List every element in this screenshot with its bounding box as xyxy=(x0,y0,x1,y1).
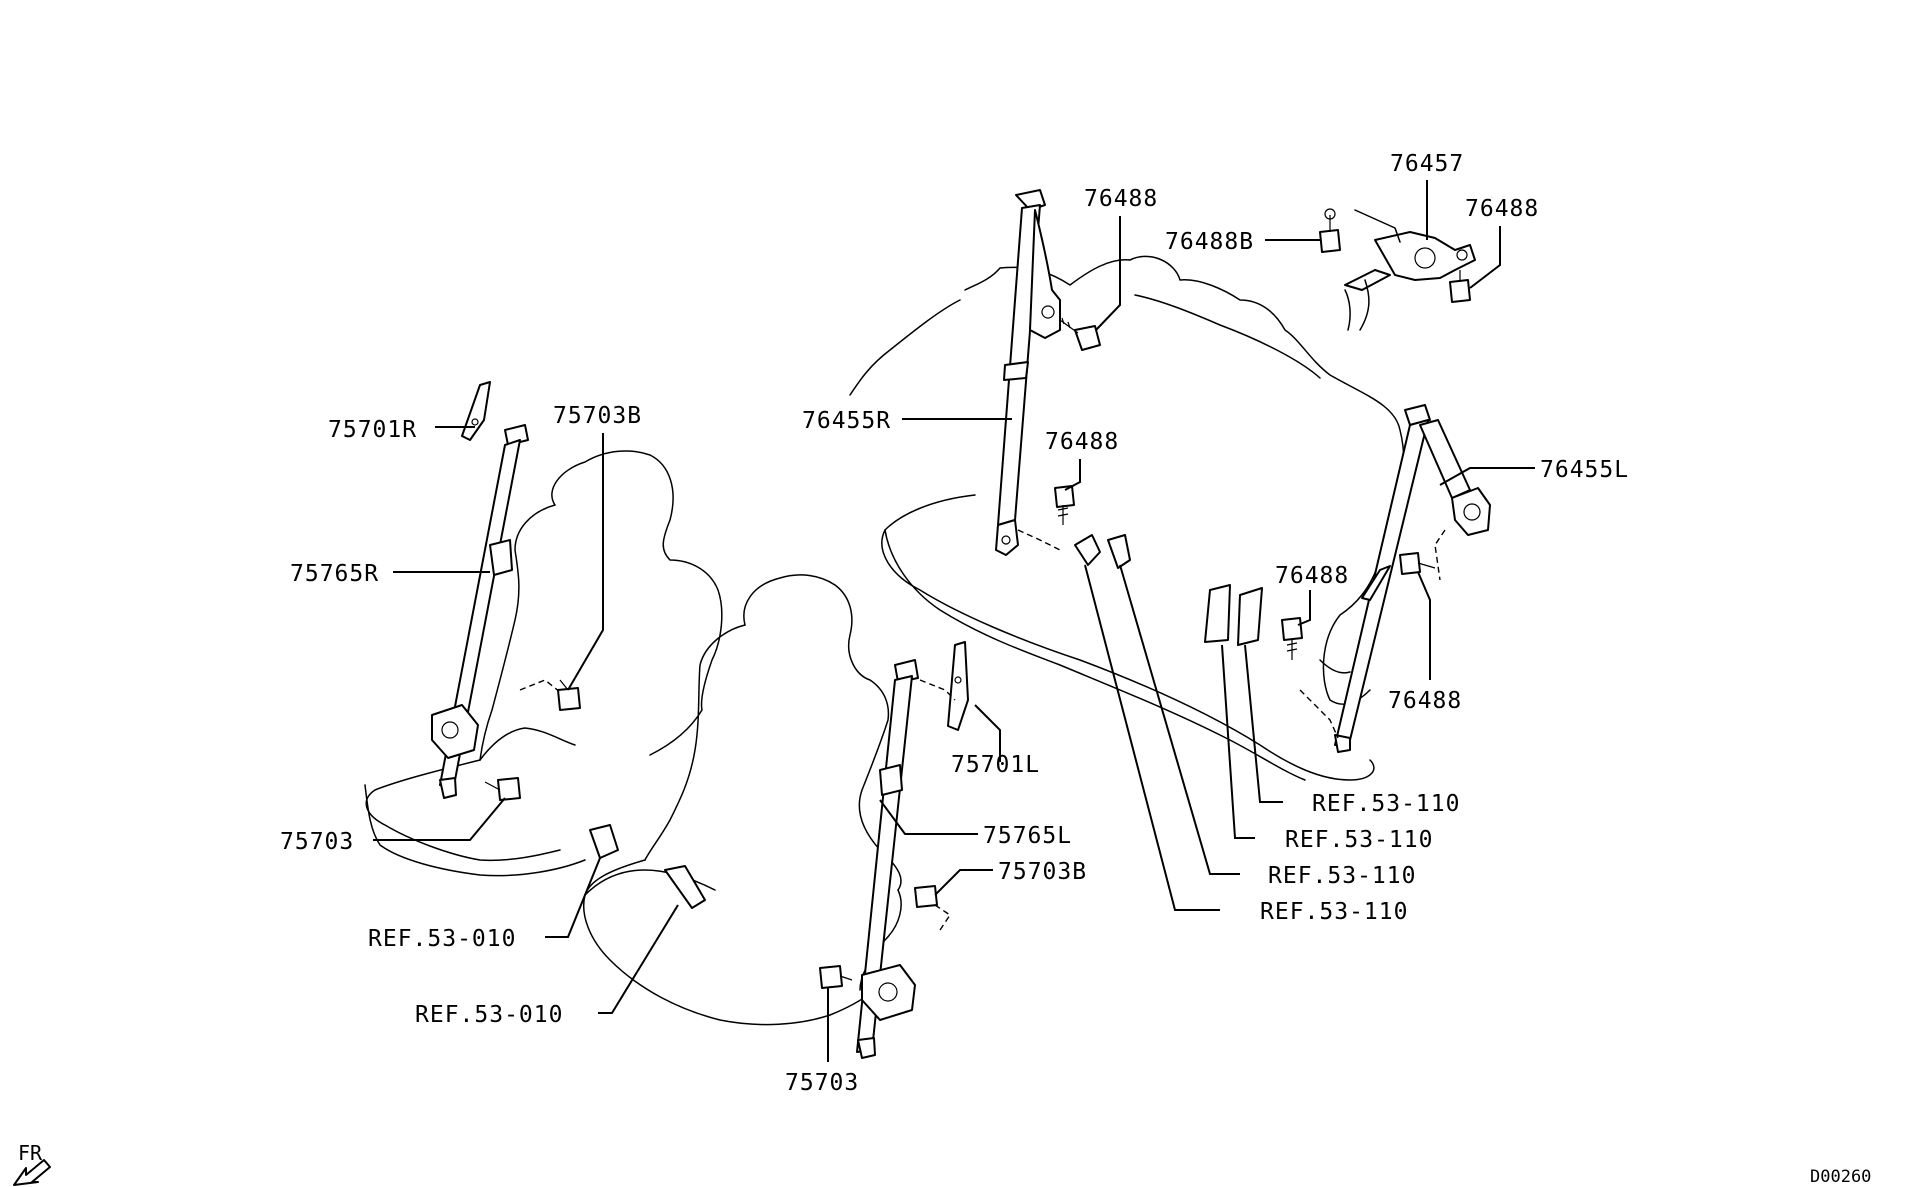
bolt-75703B-rear xyxy=(914,885,938,908)
rear-right-seat-belt-76455R xyxy=(995,189,1061,556)
callout-75701L: 75701L xyxy=(951,752,1040,778)
callout-ref-53-110-d: REF.53-110 xyxy=(1260,899,1408,925)
callout-ref-53-010-b: REF.53-010 xyxy=(415,1002,563,1028)
callout-76488-right-bottom: 76488 xyxy=(1388,688,1462,714)
front-left-seat-outline xyxy=(583,574,902,1026)
callout-75765L: 75765L xyxy=(983,823,1072,849)
bolt-75703B-front xyxy=(557,679,581,711)
callout-75703-rear: 75703 xyxy=(785,1070,859,1096)
front-right-seat-belt-75765R xyxy=(431,381,561,799)
bolt-75703-front xyxy=(484,777,521,801)
front-direction-indicator: FR xyxy=(13,1141,51,1186)
front-right-seat-outline xyxy=(364,450,723,877)
callout-75703B-rear: 75703B xyxy=(998,859,1087,885)
rear-seat-buckles xyxy=(1074,534,1263,646)
callout-76488-center: 76488 xyxy=(1275,563,1349,589)
front-right-buckle xyxy=(589,824,619,859)
callout-75703B-front: 75703B xyxy=(553,403,642,429)
callout-76455L: 76455L xyxy=(1540,457,1629,483)
callout-ref-53-110-b: REF.53-110 xyxy=(1285,827,1433,853)
fr-label: FR xyxy=(18,1141,43,1165)
callout-75701R: 75701R xyxy=(328,417,417,443)
front-arrow-icon xyxy=(13,1159,51,1186)
callout-75703-front: 75703 xyxy=(280,829,354,855)
drawing-id: D00260 xyxy=(1810,1167,1871,1187)
rear-bench-seat-outline xyxy=(849,255,1405,781)
rear-center-retractor-76457 xyxy=(1344,209,1476,331)
callout-75765R: 75765R xyxy=(290,561,379,587)
front-left-seat-belt-75765L xyxy=(856,641,969,1059)
callout-76488-right-top: 76488 xyxy=(1465,196,1539,222)
leader-lines xyxy=(373,180,1535,1062)
bolt-76488B xyxy=(1319,208,1341,253)
callout-76488B: 76488B xyxy=(1165,229,1254,255)
bolt-76488-mid xyxy=(1054,485,1075,525)
callout-76488-mid: 76488 xyxy=(1045,429,1119,455)
bolt-75703-rear xyxy=(819,965,853,989)
rear-left-seat-belt-76455L xyxy=(1299,404,1491,753)
callout-76488-top: 76488 xyxy=(1084,186,1158,212)
callout-ref-53-010-a: REF.53-010 xyxy=(368,926,516,952)
bolt-76488-right-bottom xyxy=(1399,552,1436,575)
bolt-76488-top xyxy=(1059,317,1101,351)
callout-labels: 76488 76457 76488 76488B 75701R 75703B 7… xyxy=(280,151,1629,1096)
front-left-buckle xyxy=(664,865,706,909)
callout-76457: 76457 xyxy=(1390,151,1464,177)
bolt-76488-right-top xyxy=(1449,270,1471,303)
callout-76455R: 76455R xyxy=(802,408,891,434)
callout-ref-53-110-a: REF.53-110 xyxy=(1312,791,1460,817)
bolt-76488-center xyxy=(1281,617,1303,660)
callout-ref-53-110-c: REF.53-110 xyxy=(1268,863,1416,889)
